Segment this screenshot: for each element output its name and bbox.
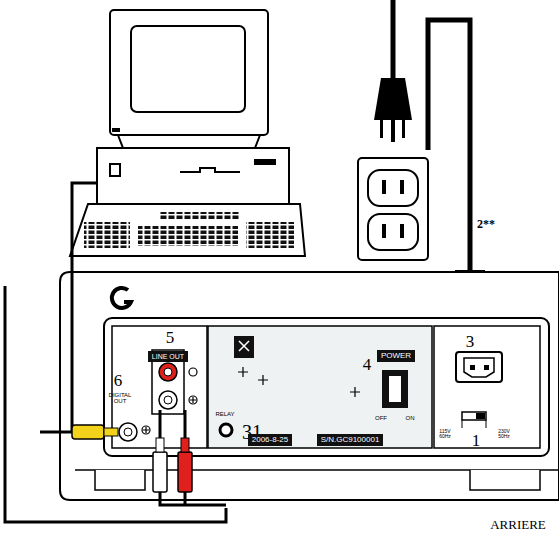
callout-number: 4 [363,356,372,373]
panel-label: DIGITAL OUT [105,392,135,404]
panel-label: RELAY [215,411,234,417]
callout-number: 6 [114,372,123,389]
panel-label: 230V 50Hz [493,429,515,439]
panel-label: ON [406,415,415,421]
tag-text: LINE OUT [152,353,184,360]
panel-label: ARRIERE [490,518,546,531]
panel-tag: POWER [377,350,415,362]
tag-text: POWER [381,351,411,360]
panel-tag: LINE OUT [148,351,188,362]
panel-tag: S/N.GC9100001 [317,434,384,446]
tag-text: S/N.GC9100001 [321,435,380,444]
panel-label: OFF [375,415,387,421]
callout-number: 3 [466,333,475,350]
panel-label: 115V 60Hz [434,429,456,439]
callout-number: 5 [166,329,175,346]
callout-number: 2** [477,218,495,230]
panel-tag: 2006-8-25 [248,434,292,446]
callout-number: 1 [472,432,481,449]
tag-text: 2006-8-25 [252,435,288,444]
